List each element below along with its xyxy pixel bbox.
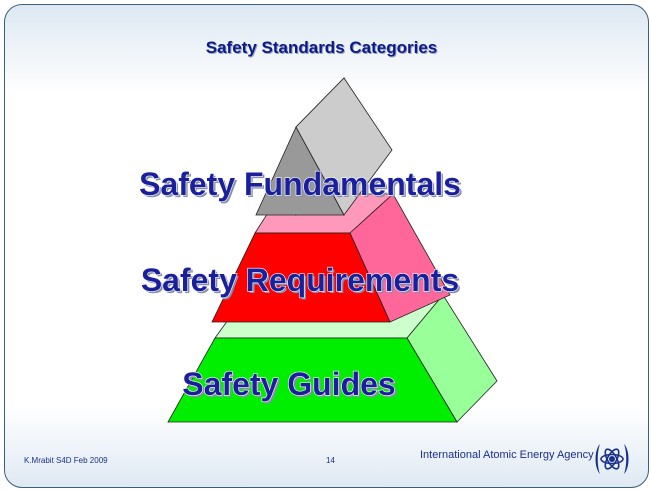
tier-guides-front (167, 337, 458, 423)
slide-title: Safety Standards Categories (205, 38, 438, 57)
level-label-fundamentals: Safety Fundamentals (139, 166, 461, 202)
tier-fundamentals-right (295, 77, 393, 216)
iaea-logo-icon (595, 444, 629, 474)
level-label-shadow: Safety Requirements (143, 264, 461, 300)
level-label-shadow: Safety Fundamentals (141, 168, 463, 204)
level-label-shadow: Safety Guides (184, 368, 397, 404)
level-label-guides: Safety Guides (182, 366, 395, 402)
page-number: 14 (326, 456, 335, 465)
tier-requirements-front (211, 232, 391, 323)
level-label-requirements: Safety Requirements (141, 262, 459, 298)
tier-safety-fundamentals (255, 77, 393, 216)
footer-author: K.Mrabit S4D Feb 2009 (24, 456, 108, 465)
organization-name: International Atomic Energy Agency (420, 449, 594, 461)
